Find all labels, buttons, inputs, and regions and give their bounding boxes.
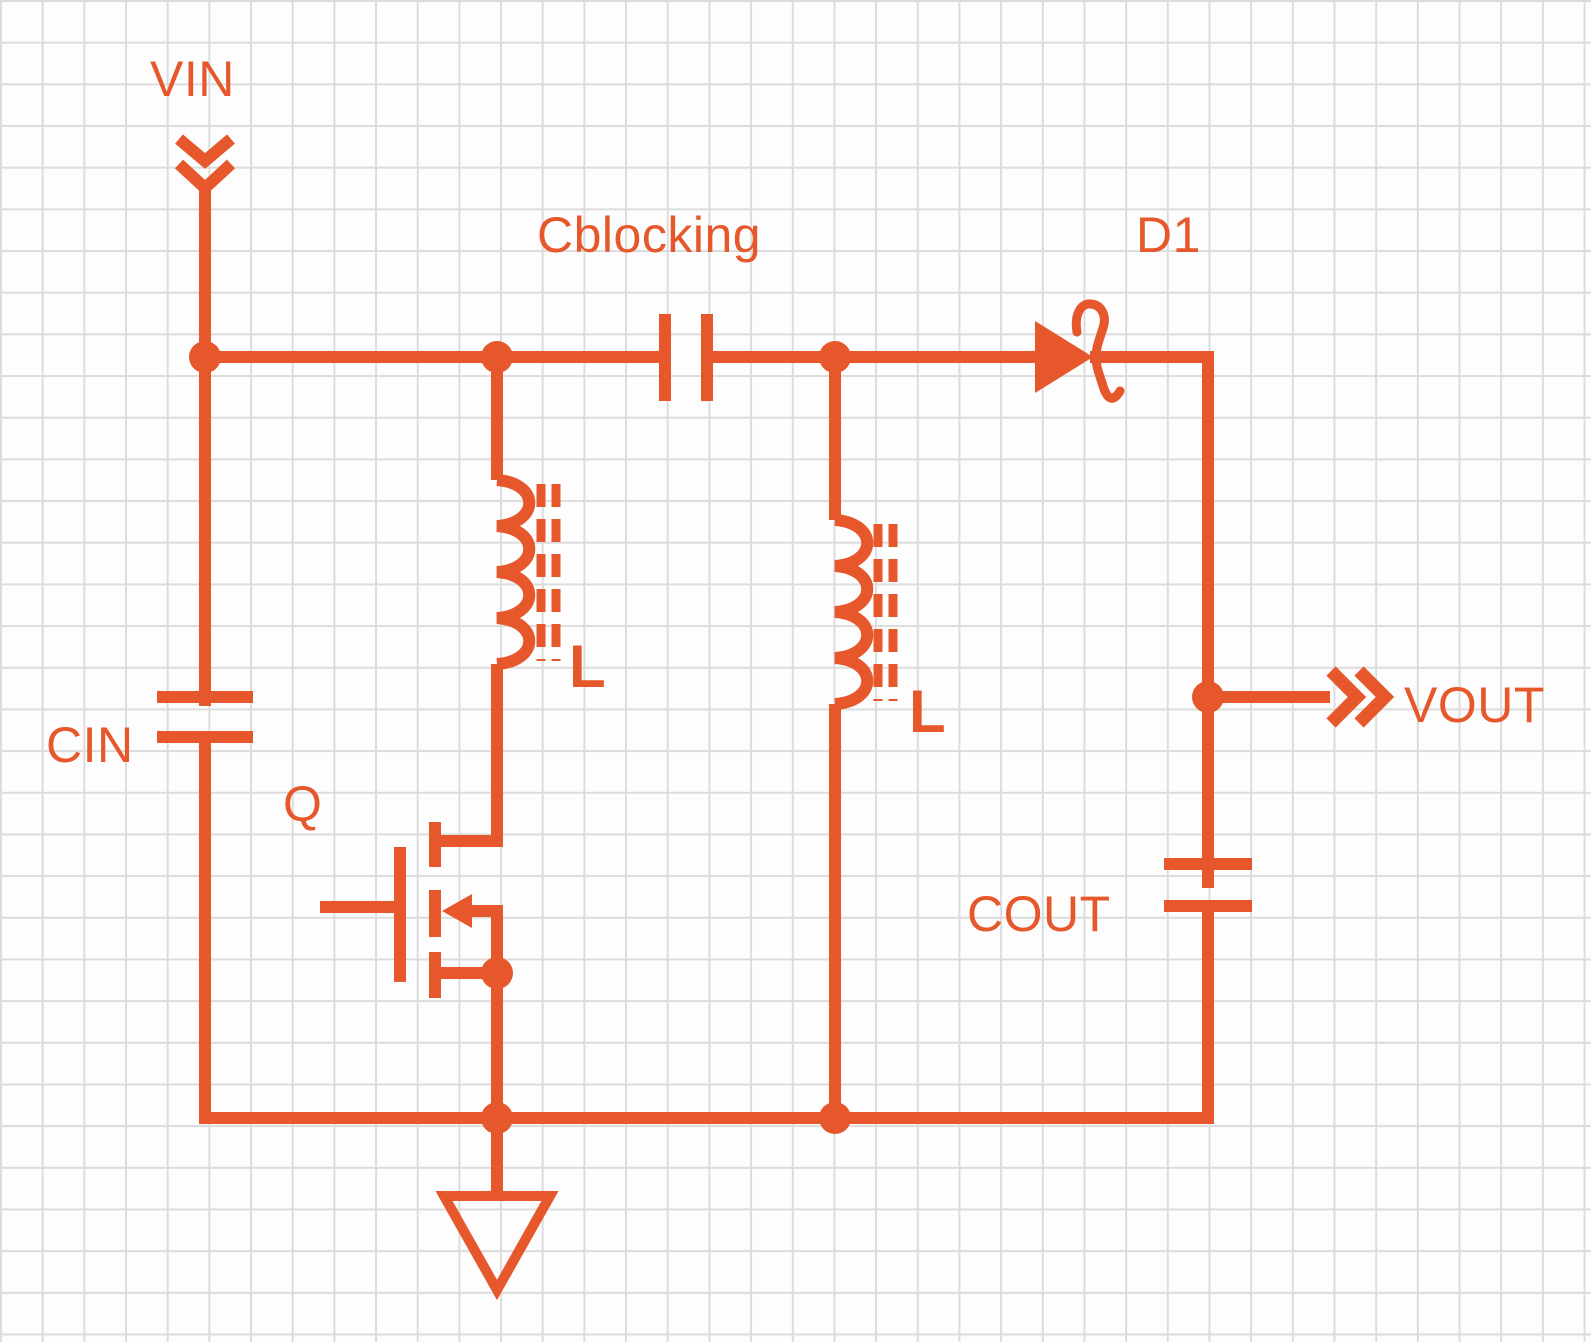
vout-chevron-icon: [1326, 666, 1367, 728]
junction-dot: [189, 341, 221, 373]
wire-rails: [199, 351, 1214, 1124]
vin-chevron-icon: [175, 134, 235, 169]
ground-symbol: [435, 1118, 559, 1301]
cblocking-label: Cblocking: [537, 207, 762, 263]
cin-label: CIN: [46, 717, 134, 773]
junction-dot: [481, 1102, 513, 1134]
d1-diode: [1035, 299, 1125, 403]
d1-label: D1: [1136, 207, 1201, 263]
junction-dot: [819, 341, 851, 373]
junction-dot: [1192, 681, 1224, 713]
inductor-right: [829, 357, 898, 1118]
junction-dot: [819, 1102, 851, 1134]
cin-capacitor: [157, 691, 253, 743]
vout-chevron-icon: [1354, 666, 1395, 728]
l-right-label: L: [909, 678, 947, 745]
junction-dot: [481, 341, 513, 373]
d1-cathode-curve: [1071, 299, 1125, 403]
inductor-right-coil: [834, 514, 874, 710]
d1-anode-triangle: [1035, 321, 1093, 393]
vout-port: [1208, 666, 1395, 728]
cout-capacitor: [1164, 858, 1252, 912]
junction-dot: [481, 957, 513, 989]
ground-triangle-icon: [435, 1191, 559, 1301]
vout-label: VOUT: [1404, 677, 1545, 733]
right-rail-lower-bottom-rail-left-rail-lower: [199, 742, 1214, 1124]
q-drain-lead: [440, 664, 503, 847]
q-mosfet: [320, 664, 503, 1118]
q-label: Q: [283, 776, 323, 832]
q-source-lead: [440, 967, 503, 1118]
top-rail-right-and-right-rail-upper: [1090, 351, 1214, 888]
q-body-lead: [468, 905, 503, 973]
q-body-arrow: [442, 894, 472, 928]
l-left-label: L: [569, 633, 607, 700]
junction-dots: [189, 341, 1224, 1134]
vin-port: [174, 134, 236, 357]
cout-label: COUT: [967, 886, 1111, 942]
inductor-left: [491, 357, 561, 670]
vin-label: VIN: [150, 51, 235, 107]
inductor-left-coil: [496, 474, 536, 670]
cblocking-capacitor: [659, 314, 713, 401]
